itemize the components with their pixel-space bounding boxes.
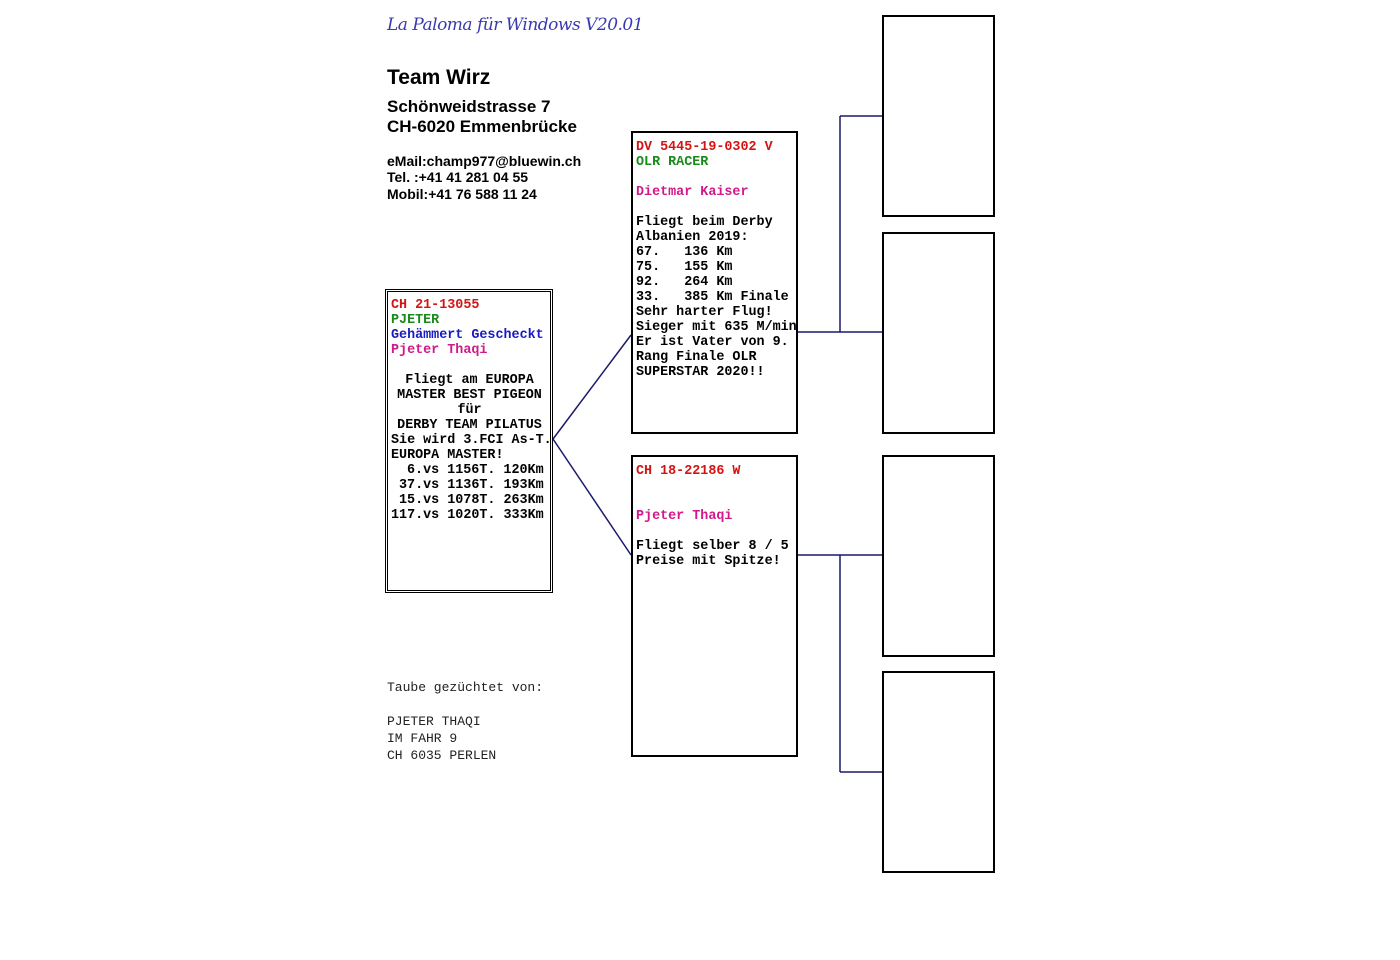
spacer — [636, 524, 793, 539]
team-name: Team Wirz — [387, 66, 491, 89]
pigeon-note: EUROPA MASTER! — [391, 448, 504, 463]
father-note: Rang Finale OLR — [636, 350, 757, 365]
address-street: Schönweidstrasse 7 — [387, 97, 551, 116]
father-note: Sieger mit 635 M/min — [636, 320, 797, 335]
mother-note: Preise mit Spitze! — [636, 554, 781, 569]
father-card: DV 5445-19-0302 V OLR RACER Dietmar Kais… — [631, 131, 798, 434]
grandparent-card-3 — [882, 455, 995, 657]
pigeon-result: 15.vs 1078T. 263Km — [399, 493, 544, 508]
spacer — [636, 200, 793, 215]
father-note: Fliegt beim Derby — [636, 215, 773, 230]
father-note: Er ist Vater von 9. — [636, 335, 789, 350]
father-ring: DV 5445-19-0302 V — [636, 140, 773, 155]
pigeon-note: DERBY TEAM PILATUS — [397, 418, 542, 433]
mother-card: CH 18-22186 W Pjeter Thaqi Fliegt selber… — [631, 455, 798, 757]
contact-mobil: Mobil:+41 76 588 11 24 — [387, 186, 537, 202]
breeder-street: IM FAHR 9 — [387, 731, 458, 746]
breeder-city: CH 6035 PERLEN — [387, 748, 497, 763]
pigeon-owner: Pjeter Thaqi — [391, 343, 488, 358]
breeder-label: Taube gezüchtet von: — [387, 680, 544, 695]
pigeon-note: für — [457, 403, 482, 418]
pigeon-result: 37.vs 1136T. 193Km — [399, 478, 544, 493]
contact-email: eMail:champ977@bluewin.ch — [387, 153, 582, 169]
pigeon-result: 117.vs 1020T. 333Km — [391, 508, 544, 523]
father-note: 67. 136 Km — [636, 245, 733, 260]
app-title: La Paloma für Windows V20.01 — [387, 15, 644, 35]
father-note: Sehr harter Flug! — [636, 305, 773, 320]
father-note: SUPERSTAR 2020!! — [636, 365, 765, 380]
spacer — [636, 479, 793, 509]
father-note: 33. 385 Km Finale — [636, 290, 789, 305]
pigeon-ring: CH 21-13055 — [391, 298, 480, 313]
mother-ring: CH 18-22186 W — [636, 464, 741, 479]
father-note: 75. 155 Km — [636, 260, 733, 275]
grandparent-card-2 — [882, 232, 995, 434]
father-name: OLR RACER — [636, 155, 709, 170]
grandparent-card-1 — [882, 15, 995, 217]
connector-pigeon-mother — [552, 438, 632, 556]
mother-note: Fliegt selber 8 / 5 — [636, 539, 789, 554]
contact-tel: Tel. :+41 41 281 04 55 — [387, 169, 529, 185]
pigeon-color: Gehämmert Gescheckt — [391, 328, 544, 343]
pigeon-result: 6.vs 1156T. 120Km — [407, 463, 544, 478]
pigeon-name: PJETER — [391, 313, 440, 328]
father-note: Albanien 2019: — [636, 230, 749, 245]
pigeon-note: Sie wird 3.FCI As-T. — [391, 433, 552, 448]
father-note: 92. 264 Km — [636, 275, 733, 290]
connector-pigeon-father — [552, 334, 632, 440]
pigeon-note: MASTER BEST PIGEON — [397, 388, 542, 403]
breeder-name: PJETER THAQI — [387, 714, 481, 729]
spacer — [391, 358, 548, 373]
pigeon-note: Fliegt am EUROPA — [405, 373, 534, 388]
pigeon-card: CH 21-13055 PJETER Gehämmert Gescheckt P… — [385, 289, 553, 593]
father-owner: Dietmar Kaiser — [636, 185, 749, 200]
grandparent-card-4 — [882, 671, 995, 873]
spacer — [636, 170, 793, 185]
address-city: CH-6020 Emmenbrücke — [387, 117, 577, 136]
mother-owner: Pjeter Thaqi — [636, 509, 733, 524]
